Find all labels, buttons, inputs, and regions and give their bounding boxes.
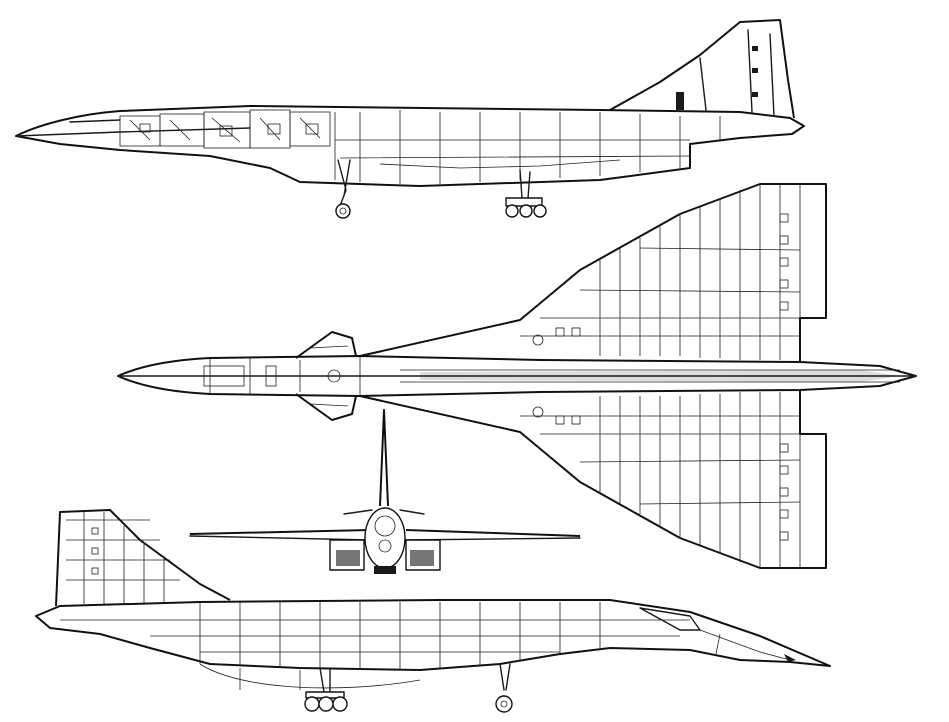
plan-canard-upper bbox=[295, 331, 357, 359]
front-fin bbox=[379, 409, 389, 507]
lower-fuselage bbox=[35, 599, 831, 671]
plan-wing-upper bbox=[359, 183, 827, 362]
upper-nose-gear bbox=[335, 159, 351, 219]
side-view-upper bbox=[15, 19, 805, 219]
plan-view bbox=[117, 183, 917, 569]
front-fuselage bbox=[364, 507, 406, 569]
upper-tail-fin bbox=[609, 19, 795, 119]
front-view bbox=[189, 409, 581, 574]
lower-tail-fin bbox=[55, 509, 231, 607]
side-view-lower bbox=[35, 509, 831, 713]
plan-canard-lower bbox=[295, 393, 357, 421]
upper-fuselage bbox=[15, 105, 805, 187]
lower-nose-gear bbox=[495, 663, 513, 713]
lower-main-gear bbox=[304, 667, 348, 712]
upper-main-gear bbox=[505, 169, 547, 218]
front-wing-span bbox=[189, 529, 581, 537]
